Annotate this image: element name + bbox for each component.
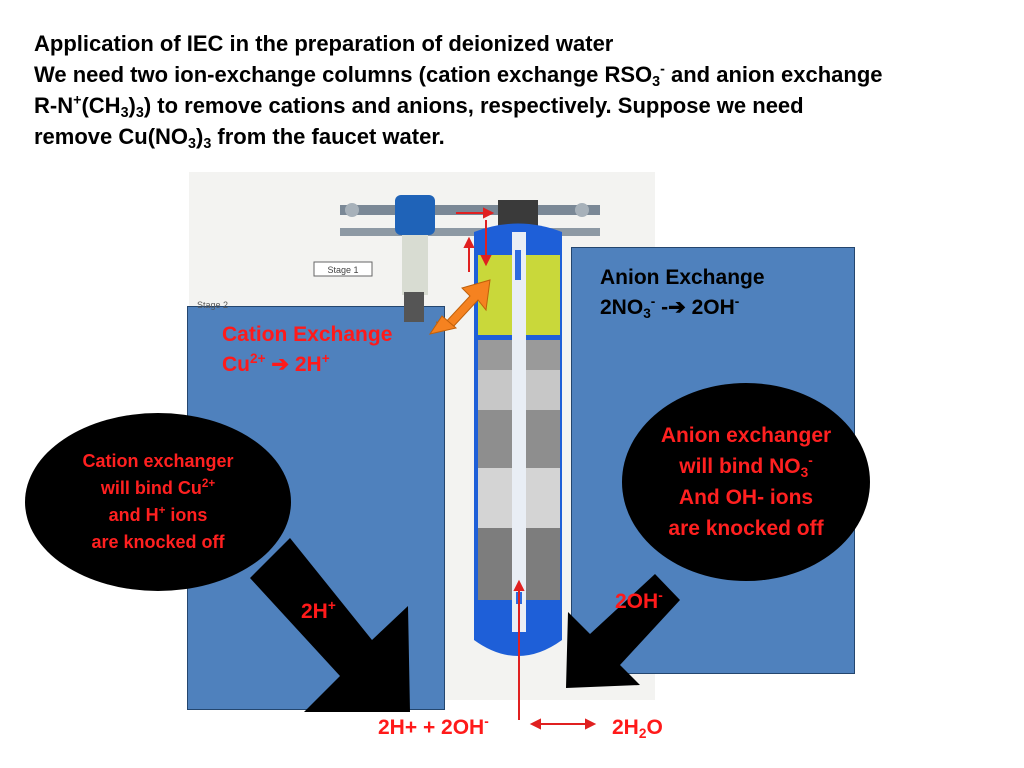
anion-exchange-label: Anion Exchange 2NO3- -➔ 2OH- xyxy=(600,263,765,323)
callout-line: are knocked off xyxy=(668,517,824,540)
callout-line: will bind NO3- xyxy=(679,452,813,480)
title-line-3: R-N+(CH3)3) to remove cations and anions… xyxy=(34,92,804,121)
callout-line: and H+ ions xyxy=(108,503,208,525)
slide-title: Application of IEC in the preparation of… xyxy=(34,28,1019,152)
hydroxide-ion-label: 2OH- xyxy=(615,587,663,613)
bottom-flow-arrow xyxy=(513,579,597,730)
cation-exchange-equation: Cu2+ ➔ 2H+ xyxy=(222,350,330,376)
title-line-2: We need two ion-exchange columns (cation… xyxy=(34,61,883,90)
reaction-reactants: 2H+ + 2OH- xyxy=(378,713,489,739)
callout-line: And OH- ions xyxy=(678,486,814,509)
top-pipe xyxy=(340,195,600,322)
callout-line: Anion exchanger xyxy=(660,424,832,447)
orange-double-arrow xyxy=(428,279,491,335)
photo-tag-stage-1: Stage 1 xyxy=(313,261,373,277)
flow-arrows-top xyxy=(456,207,495,272)
cation-output-arrow xyxy=(250,538,410,712)
cation-exchanger-callout: Cation exchanger will bind Cu2+ and H+ i… xyxy=(25,413,291,591)
callout-line: are knocked off xyxy=(91,532,225,552)
cation-exchange-label: Cation Exchange Cu2+ ➔ 2H+ xyxy=(222,320,392,380)
hydrogen-ion-label: 2H+ xyxy=(301,597,336,623)
ion-exchange-column xyxy=(474,200,562,656)
callout-line: Cation exchanger xyxy=(82,451,234,471)
callout-line: will bind Cu2+ xyxy=(100,476,216,498)
title-line-1: Application of IEC in the preparation of… xyxy=(34,31,614,56)
cation-exchange-title: Cation Exchange xyxy=(222,323,393,346)
title-line-4: remove Cu(NO3)3 from the faucet water. xyxy=(34,124,445,152)
reaction-product: 2H2O xyxy=(612,716,663,741)
anion-output-arrow xyxy=(566,574,680,688)
photo-tag-text: Stage 1 xyxy=(327,265,358,275)
anion-exchanger-callout: Anion exchanger will bind NO3- And OH- i… xyxy=(622,383,870,581)
anion-exchange-equation: 2NO3- -➔ 2OH- xyxy=(600,293,740,321)
photo-stage-2-text: Stage 2 xyxy=(197,300,228,310)
anion-exchange-title: Anion Exchange xyxy=(600,266,765,289)
